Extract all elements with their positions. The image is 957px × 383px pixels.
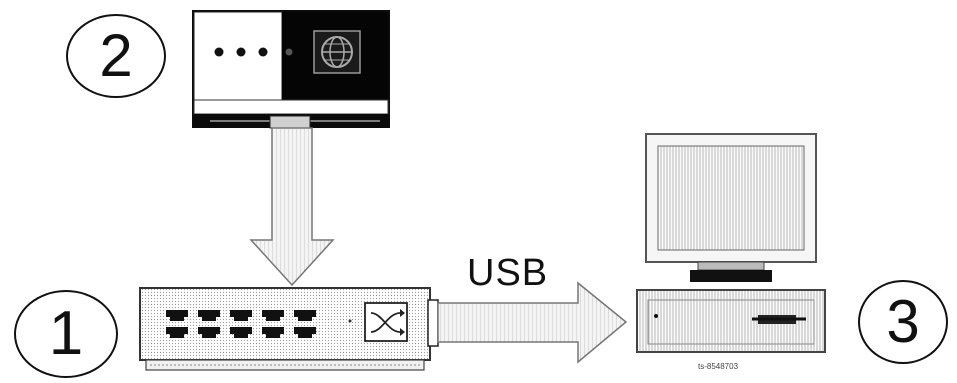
step-number-1-label: 1 xyxy=(48,299,84,368)
usb-link-label: USB xyxy=(467,252,549,294)
switch-ports xyxy=(166,310,316,338)
card-led-dots xyxy=(214,47,293,57)
step-number-3-label: 3 xyxy=(886,288,920,355)
network-switch-icon xyxy=(139,287,439,371)
step-number-2-label: 2 xyxy=(99,22,133,89)
step-number-1: 1 xyxy=(14,290,118,378)
desktop-computer-icon xyxy=(636,133,826,353)
computer-caption: ts-8548703 xyxy=(698,362,739,371)
shuffle-arrows-icon xyxy=(364,302,408,342)
globe-icon xyxy=(313,30,361,74)
monitor xyxy=(645,133,817,282)
step-number-3: 3 xyxy=(858,280,948,364)
computer-base-unit xyxy=(636,289,826,353)
step-number-2: 2 xyxy=(66,14,166,98)
usb-arrow xyxy=(437,281,628,364)
expansion-card-icon xyxy=(192,10,390,129)
down-arrow xyxy=(249,127,335,287)
